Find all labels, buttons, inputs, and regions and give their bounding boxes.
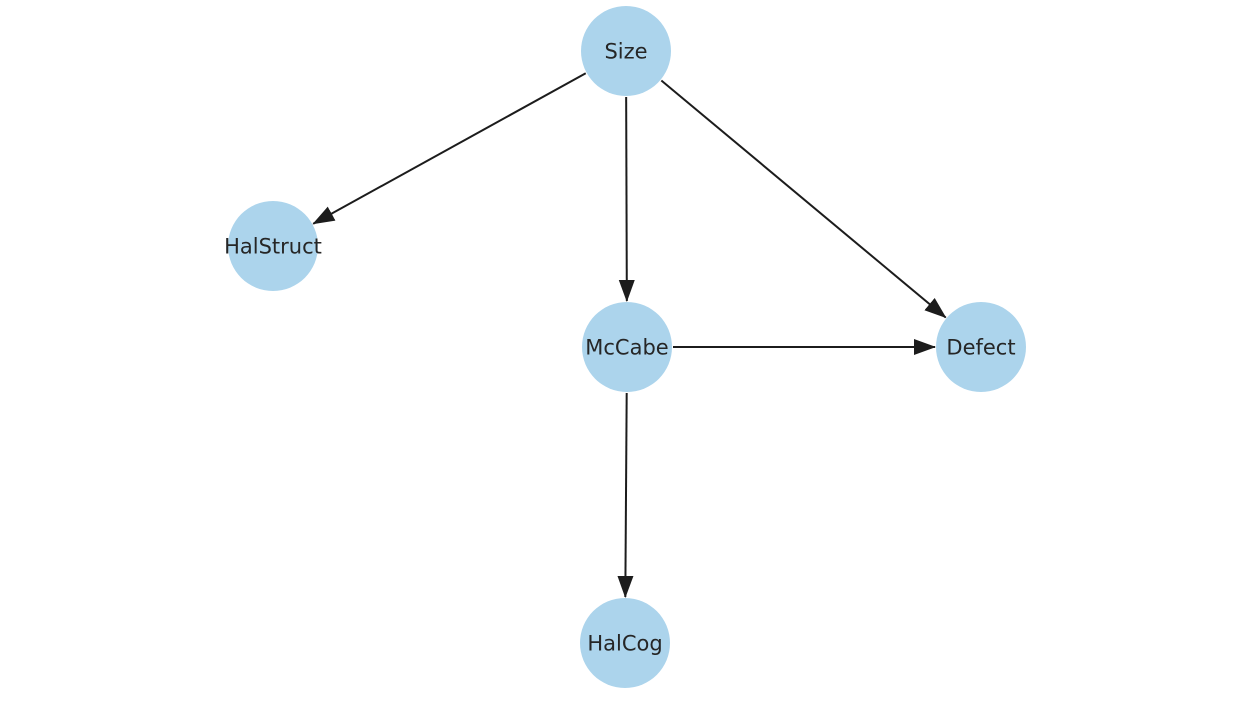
node-circle-mccabe — [582, 302, 672, 392]
edge-mccabe-halcog — [617, 392, 634, 599]
edge-layer — [312, 72, 947, 599]
node-circle-size — [581, 6, 671, 96]
node-circle-halstruct — [228, 201, 318, 291]
node-size: Size — [581, 6, 671, 96]
node-halstruct: HalStruct — [224, 201, 322, 291]
node-label-mccabe: McCabe — [585, 335, 668, 359]
edge-size-halstruct — [312, 72, 587, 225]
node-label-halstruct: HalStruct — [224, 234, 322, 258]
node-circle-halcog — [580, 598, 670, 688]
node-mccabe: McCabe — [582, 302, 672, 392]
node-defect: Defect — [936, 302, 1026, 392]
edge-size-defect — [660, 79, 947, 319]
node-circle-defect — [936, 302, 1026, 392]
edge-size-mccabe — [618, 96, 635, 303]
node-label-halcog: HalCog — [587, 631, 662, 655]
node-label-size: Size — [604, 39, 647, 63]
node-label-defect: Defect — [946, 335, 1015, 359]
node-halcog: HalCog — [580, 598, 670, 688]
